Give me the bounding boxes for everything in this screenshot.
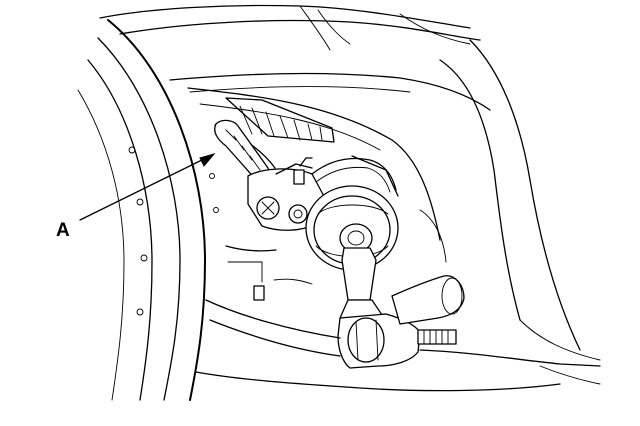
link-end	[337, 313, 421, 369]
cv-boot	[305, 185, 399, 271]
callout-a-label: A	[56, 220, 70, 241]
fender-body	[99, 4, 601, 361]
callout-a-leader	[79, 155, 211, 221]
brake-line	[311, 155, 399, 197]
tire	[77, 19, 219, 401]
stabilizer-link	[339, 247, 385, 319]
lower-arm	[195, 209, 601, 392]
callout-a: A	[56, 153, 216, 241]
shock-absorber	[225, 97, 335, 143]
link-bolt	[417, 329, 457, 345]
drive-shaft	[391, 275, 465, 325]
callout-a-arrowhead	[199, 153, 216, 167]
